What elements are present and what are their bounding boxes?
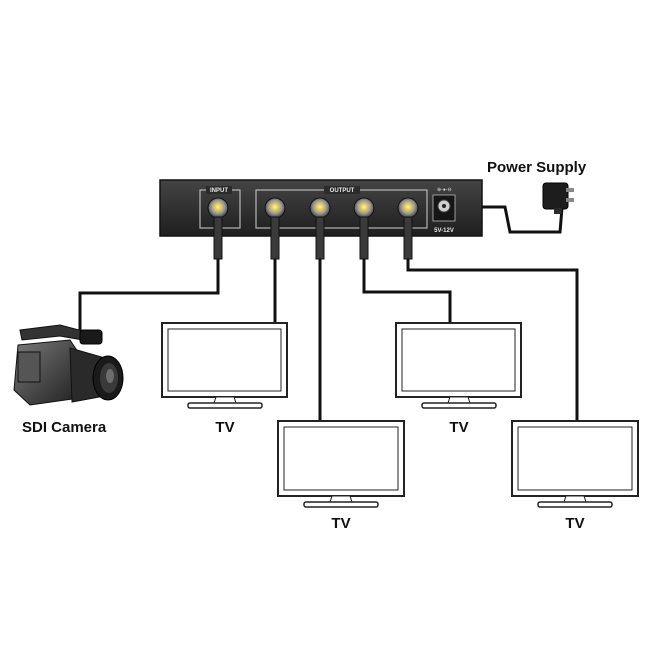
tv-2: TV [277,420,405,532]
tv-label: TV [449,419,468,436]
power-supply-label: Power Supply [487,159,587,176]
tv-label: TV [215,419,234,436]
tv-3: TV [395,322,522,436]
cable-power [458,205,564,234]
input-label: INPUT [210,188,228,194]
tv-monitor-icon [277,420,405,508]
bnc-output-connector-1[interactable] [264,197,286,260]
tv-4: TV [511,420,639,532]
sdi-splitter-box: INPUT OUTPUT ⊕-●-⊖ 5V-12V [159,179,483,260]
bnc-input-connector[interactable] [207,197,229,260]
cable-output-4 [406,258,579,422]
tv-monitor-icon [161,322,288,409]
polarity-icon: ⊕-●-⊖ [437,187,452,193]
bnc-output-connector-2[interactable] [309,197,331,260]
cable-output-3 [362,258,452,325]
tv-monitor-icon [511,420,639,508]
tv-monitor-icon [395,322,522,409]
bnc-output-connector-3[interactable] [353,197,375,260]
voltage-label: 5V-12V [434,228,454,234]
camcorder-icon [13,324,124,406]
tv-label: TV [565,515,584,532]
cables [78,205,579,422]
bnc-output-connector-4[interactable] [397,197,419,260]
output-label: OUTPUT [330,188,355,194]
tv-label: TV [331,515,350,532]
tv-1: TV [161,322,288,436]
cable-input-camera [78,258,220,338]
sdi-camera-label: SDI Camera [22,419,107,436]
power-adapter-icon [542,182,574,214]
